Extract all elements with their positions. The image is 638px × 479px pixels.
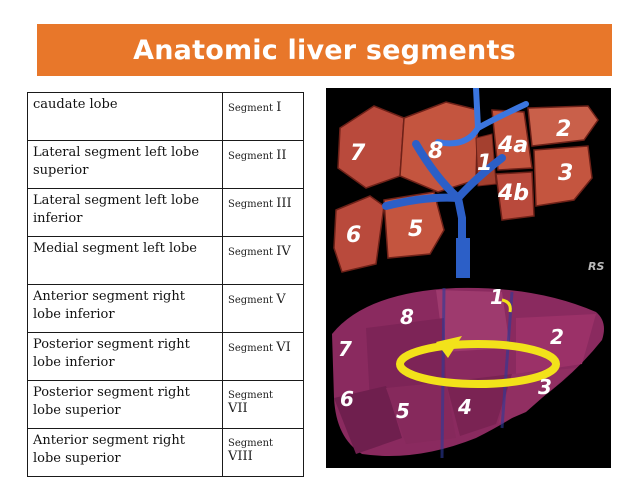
segment-number: VII bbox=[228, 401, 248, 416]
segment-word: Segment bbox=[228, 151, 274, 162]
liver-flat-drawing: 1 8 2 7 3 6 5 4 bbox=[326, 278, 611, 468]
segment-number: IV bbox=[276, 244, 291, 259]
segment-word: Segment bbox=[228, 199, 274, 210]
segment-label-8: 8 bbox=[400, 305, 414, 329]
segment-word: Segment bbox=[228, 438, 274, 449]
segments-table: caudate lobe Segment I Lateral segment l… bbox=[27, 92, 304, 477]
segment-label: Segment I bbox=[222, 92, 304, 141]
watermark: RS bbox=[588, 260, 604, 273]
table-row: Lateral segment left lobe inferior Segme… bbox=[27, 188, 304, 237]
segment-number: VIII bbox=[228, 449, 253, 464]
segment-word: Segment bbox=[228, 295, 274, 306]
segment-word: Segment bbox=[228, 390, 274, 401]
table-row: Anterior segment right lobe inferior Seg… bbox=[27, 284, 304, 333]
liver-segments-flat-illustration: 1 8 2 7 3 6 5 4 bbox=[326, 278, 611, 468]
segment-label-5: 5 bbox=[396, 399, 410, 423]
table-row: Posterior segment right lobe inferior Se… bbox=[27, 332, 304, 381]
segment-description: Lateral segment left lobe superior bbox=[27, 140, 223, 189]
segment-number: III bbox=[276, 196, 292, 211]
segment-label-7: 7 bbox=[338, 337, 352, 361]
table-row: Anterior segment right lobe superior Seg… bbox=[27, 428, 304, 477]
segment-word: Segment bbox=[228, 103, 274, 114]
segment-description: Anterior segment right lobe superior bbox=[27, 428, 223, 477]
segment-label: Segment IV bbox=[222, 236, 304, 285]
segment-description: Posterior segment right lobe inferior bbox=[27, 332, 223, 381]
segment-description: Anterior segment right lobe inferior bbox=[27, 284, 223, 333]
segment-label-7: 7 bbox=[350, 141, 366, 166]
table-row: Medial segment left lobe Segment IV bbox=[27, 236, 304, 285]
segment-label-1: 1 bbox=[477, 151, 492, 176]
segment-description: caudate lobe bbox=[27, 92, 223, 141]
table-row: Lateral segment left lobe superior Segme… bbox=[27, 140, 304, 189]
table-row: Posterior segment right lobe superior Se… bbox=[27, 380, 304, 429]
segment-label-1: 1 bbox=[490, 285, 504, 309]
liver-3d-drawing: 7 8 1 4a 2 4b 3 6 5 RS bbox=[326, 88, 611, 278]
page-title: Anatomic liver segments bbox=[133, 34, 516, 66]
liver-segments-3d-illustration: 7 8 1 4a 2 4b 3 6 5 RS bbox=[326, 88, 611, 278]
segment-number: VI bbox=[276, 340, 291, 355]
segment-number: I bbox=[276, 100, 282, 115]
title-banner: Anatomic liver segments bbox=[37, 24, 612, 76]
segment-label: Segment V bbox=[222, 284, 304, 333]
segment-label-2: 2 bbox=[550, 325, 564, 349]
segment-label-6: 6 bbox=[340, 387, 354, 411]
segment-word: Segment bbox=[228, 343, 274, 354]
segment-label-2: 2 bbox=[556, 117, 571, 142]
table-row: caudate lobe Segment I bbox=[27, 92, 304, 141]
segment-label-4: 4 bbox=[457, 395, 472, 419]
segment-label-3: 3 bbox=[558, 161, 573, 186]
segment-label: Segment VI bbox=[222, 332, 304, 381]
segment-description: Lateral segment left lobe inferior bbox=[27, 188, 223, 237]
segment-description: Medial segment left lobe bbox=[27, 236, 223, 285]
segment-label-6: 6 bbox=[346, 223, 361, 248]
segment-label-5: 5 bbox=[408, 217, 423, 242]
segment-label-3: 3 bbox=[538, 375, 552, 399]
segment-description: Posterior segment right lobe superior bbox=[27, 380, 223, 429]
segment-number: II bbox=[276, 148, 287, 163]
segment-label-4a: 4a bbox=[497, 133, 528, 158]
segment-word: Segment bbox=[228, 247, 274, 258]
segment-label: Segment III bbox=[222, 188, 304, 237]
segment-label: Segment II bbox=[222, 140, 304, 189]
segment-label-4b: 4b bbox=[497, 181, 529, 206]
segment-number: V bbox=[276, 292, 286, 307]
segment-label-8: 8 bbox=[428, 139, 443, 164]
